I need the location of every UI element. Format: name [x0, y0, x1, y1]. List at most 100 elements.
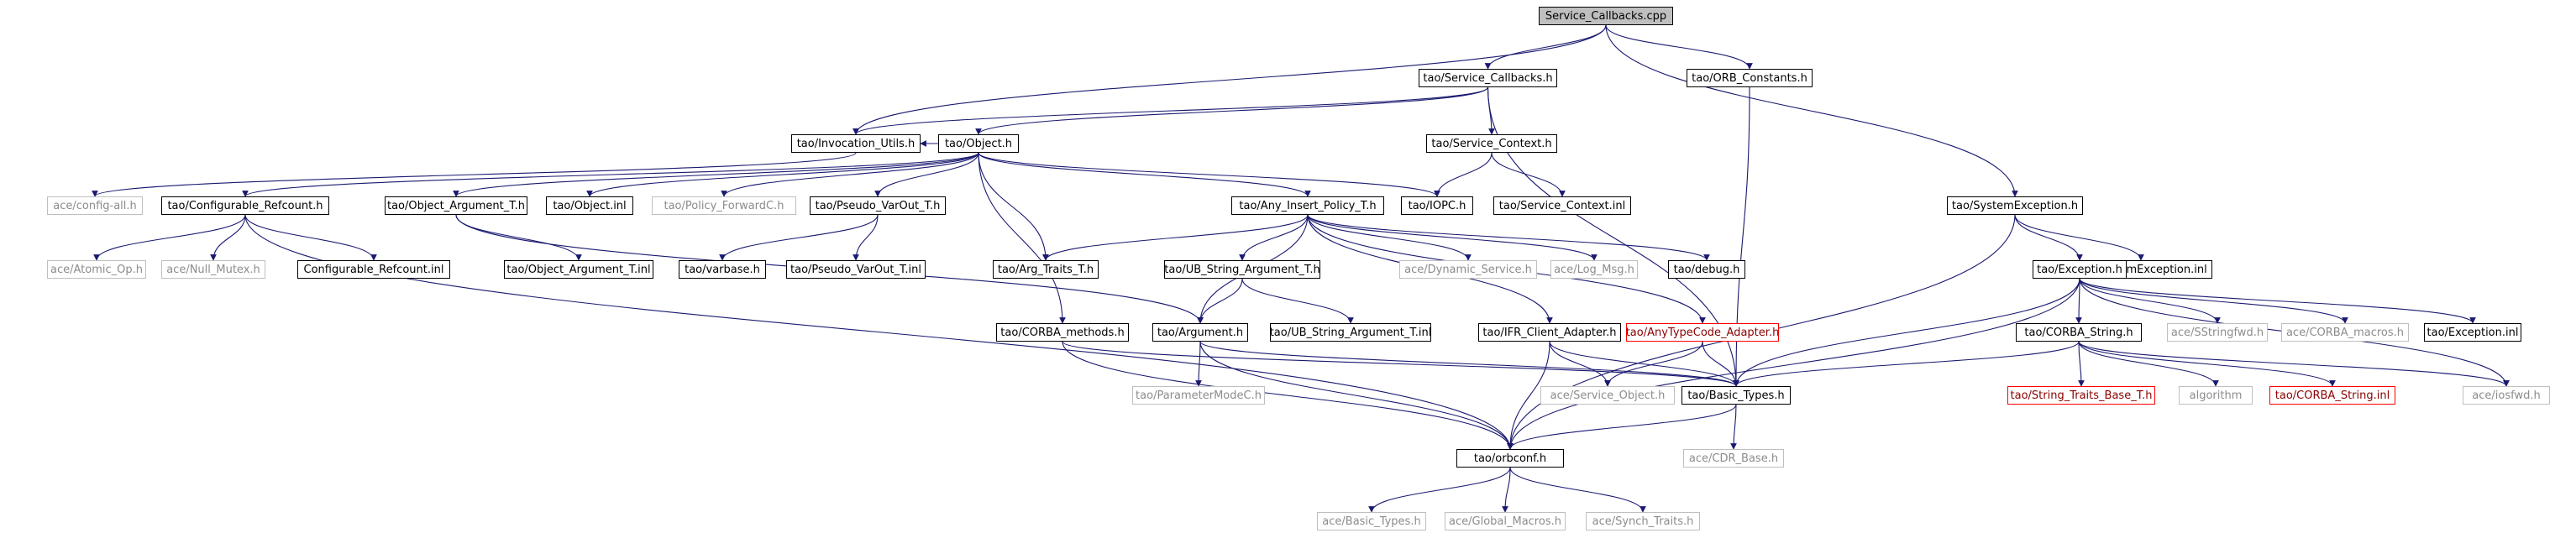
edge-any_insert-to-arg_traits: [1042, 214, 1309, 261]
edge-pseudo_h-to-varbase: [719, 214, 879, 261]
edge-object_h-to-obj_arg_t_h: [453, 152, 979, 197]
edge-ub_str_h-to-ub_str_inl: [1241, 278, 1354, 324]
edge-corba_string_h-to-corba_str_inl: [2078, 341, 2336, 387]
node-log-msg: ace/Log_Msg.h: [1550, 260, 1638, 279]
node-ub-str-h[interactable]: tao/UB_String_Argument_T.h: [1164, 260, 1320, 279]
node-orb-const[interactable]: tao/ORB_Constants.h: [1687, 69, 1813, 87]
node-orbconf[interactable]: tao/orbconf.h: [1456, 449, 1564, 468]
edge-ifr_client-to-basic_types: [1549, 341, 1739, 387]
node-svc-ctx-h[interactable]: tao/Service_Context.h: [1426, 134, 1557, 153]
node-exception-inl[interactable]: tao/Exception.inl: [2424, 323, 2521, 342]
node-svc-cb-h[interactable]: tao/Service_Callbacks.h: [1419, 69, 1557, 87]
node-argument-h[interactable]: tao/Argument.h: [1152, 323, 1248, 342]
edge-anytc-to-svc_object: [1604, 341, 1703, 387]
node-arg-traits[interactable]: tao/Arg_Traits_T.h: [993, 260, 1099, 279]
edge-root-to-inv_utils: [853, 24, 1607, 135]
node-sstringfwd: ace/SStringfwd.h: [2167, 323, 2268, 342]
edge-svc_ctx_h-to-iopc: [1434, 152, 1493, 197]
node-policy-fwd: tao/Policy_ForwardC.h: [652, 196, 796, 215]
edge-corba_string_h-to-str_traits: [2078, 341, 2085, 387]
node-ub-str-inl[interactable]: tao/UB_String_Argument_T.inl: [1270, 323, 1431, 342]
node-corba-macros: ace/CORBA_macros.h: [2281, 323, 2409, 342]
edge-corba_string_h-to-iosfwd: [2078, 341, 2510, 387]
node-dyn-service: ace/Dynamic_Service.h: [1399, 260, 1537, 279]
node-ace-basic: ace/Basic_Types.h: [1317, 512, 1426, 530]
edge-ifr_client-to-orbconf: [1507, 341, 1550, 450]
edge-orbconf-to-synch_traits: [1509, 467, 1646, 513]
node-conf-ref-h[interactable]: tao/Configurable_Refcount.h: [161, 196, 329, 215]
edge-conf_ref_h-to-conf_ref_inl: [244, 214, 377, 261]
edge-argument_h-to-basic_types: [1199, 341, 1739, 387]
node-svc-ctx-inl[interactable]: tao/Service_Context.inl: [1493, 196, 1631, 215]
edge-orbconf-to-global_macros: [1502, 467, 1511, 513]
node-algorithm: algorithm: [2179, 386, 2253, 405]
edge-object_h-to-arg_traits: [978, 152, 1049, 261]
node-pseudo-inl[interactable]: tao/Pseudo_VarOut_T.inl: [786, 260, 926, 279]
edge-obj_arg_t_h-to-obj_arg_t_inl: [455, 214, 582, 261]
edge-ifr_client-to-svc_object: [1549, 341, 1611, 387]
edge-root-to-svc_cb_h: [1484, 24, 1607, 70]
edge-anytc-to-basic_types: [1702, 341, 1739, 387]
node-iopc[interactable]: tao/IOPC.h: [1401, 196, 1473, 215]
edge-exception_h-to-corba_macros: [2079, 278, 2348, 324]
edge-orbconf-to-ace_basic: [1368, 467, 1511, 513]
edge-basic_types-to-orbconf: [1507, 404, 1737, 450]
node-exception-h[interactable]: tao/Exception.h: [2033, 260, 2127, 279]
edge-argument_h-to-param_mode: [1195, 341, 1202, 387]
edge-conf_ref_h-to-atomic_op: [93, 214, 246, 261]
edge-corba_string_h-to-algorithm: [2078, 341, 2219, 387]
node-debug-h[interactable]: tao/debug.h: [1668, 260, 1745, 279]
edge-object_h-to-conf_ref_h: [242, 152, 979, 197]
node-svc-object: ace/Service_Object.h: [1540, 386, 1675, 405]
node-ifr-client[interactable]: tao/IFR_Client_Adapter.h: [1478, 323, 1621, 342]
node-corba-string-h[interactable]: tao/CORBA_String.h: [2016, 323, 2142, 342]
node-sys-exc-h[interactable]: tao/SystemException.h: [1947, 196, 2083, 215]
edge-root-to-sys_exc_h: [1605, 24, 2018, 197]
edge-exception_h-to-orbconf: [1507, 278, 2080, 450]
edge-corba_string_h-to-basic_types: [1733, 341, 2080, 387]
edge-svc_cb_h-to-object_h: [975, 86, 1489, 135]
node-param-mode: tao/ParameterModeC.h: [1132, 386, 1265, 405]
node-anytc[interactable]: tao/AnyTypeCode_Adapter.h: [1626, 323, 1779, 342]
node-corba-str-inl[interactable]: tao/CORBA_String.inl: [2269, 386, 2395, 405]
edge-object_h-to-corba_methods: [978, 152, 1066, 324]
node-pseudo-h[interactable]: tao/Pseudo_VarOut_T.h: [810, 196, 946, 215]
edge-inv_utils-to-config_all: [92, 152, 857, 197]
edge-argument_h-to-orbconf: [1199, 341, 1514, 450]
edge-pseudo_h-to-pseudo_inl: [853, 214, 879, 261]
node-global-macros: ace/Global_Macros.h: [1445, 512, 1566, 530]
node-object-inl[interactable]: tao/Object.inl: [546, 196, 633, 215]
edge-exception_h-to-corba_string_h: [2075, 278, 2082, 324]
edge-svc_cb_h-to-inv_utils: [853, 86, 1489, 135]
node-basic-types[interactable]: tao/Basic_Types.h: [1681, 386, 1791, 405]
edge-sys_exc_h-to-exception_h: [2014, 214, 2083, 261]
node-atomic-op: ace/Atomic_Op.h: [47, 260, 146, 279]
node-corba-methods[interactable]: tao/CORBA_methods.h: [996, 323, 1129, 342]
node-str-traits[interactable]: tao/String_Traits_Base_T.h: [2007, 386, 2155, 405]
edge-object_h-to-policy_fwd: [721, 152, 979, 197]
edge-corba_methods-to-orbconf: [1062, 341, 1514, 450]
node-varbase[interactable]: tao/varbase.h: [679, 260, 766, 279]
node-any-insert[interactable]: tao/Any_Insert_Policy_T.h: [1231, 196, 1384, 215]
edge-any_insert-to-debug_h: [1307, 214, 1710, 261]
edge-ub_str_h-to-argument_h: [1197, 278, 1243, 324]
node-object-h[interactable]: tao/Object.h: [938, 134, 1019, 153]
edge-root-to-orb_const: [1605, 24, 1753, 70]
edge-svc_ctx_h-to-svc_ctx_inl: [1491, 152, 1566, 197]
edge-basic_types-to-cdr_base: [1730, 404, 1737, 450]
edge-object_h-to-any_insert: [978, 152, 1311, 197]
node-null-mutex: ace/Null_Mutex.h: [161, 260, 265, 279]
node-inv-utils[interactable]: tao/Invocation_Utils.h: [791, 134, 921, 153]
edge-conf_ref_h-to-null_mutex: [210, 214, 246, 261]
node-iosfwd: ace/iosfwd.h: [2463, 386, 2550, 405]
node-obj-arg-t-inl[interactable]: tao/Object_Argument_T.inl: [504, 260, 653, 279]
node-synch-traits: ace/Synch_Traits.h: [1586, 512, 1700, 530]
node-config-all: ace/config-all.h: [47, 196, 143, 215]
edge-object_h-to-pseudo_h: [874, 152, 979, 197]
edge-object_h-to-iopc: [978, 152, 1440, 197]
node-obj-arg-t-h[interactable]: tao/Object_Argument_T.h: [385, 196, 527, 215]
edge-any_insert-to-ub_str_h: [1239, 214, 1309, 261]
node-root: Service_Callbacks.cpp: [1539, 7, 1673, 25]
node-conf-ref-inl[interactable]: Configurable_Refcount.inl: [297, 260, 450, 279]
